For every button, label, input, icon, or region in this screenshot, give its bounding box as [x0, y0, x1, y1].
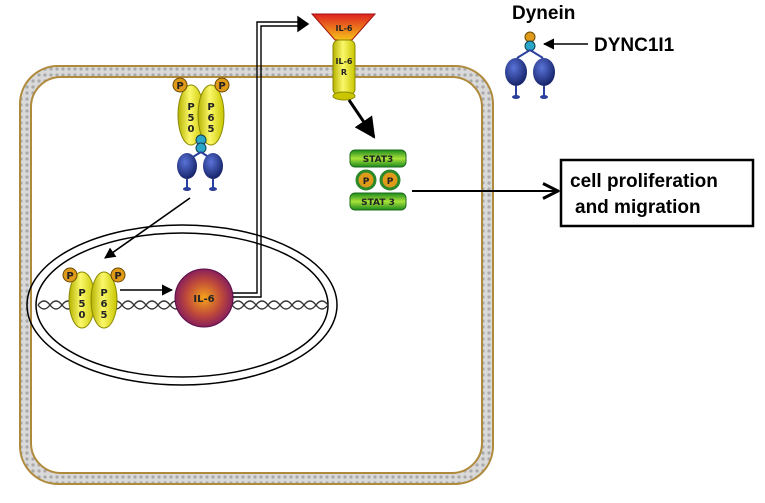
outcome-line2: and migration — [575, 197, 701, 218]
dync1i1-label: DYNC1I1 — [594, 35, 675, 56]
phospho-p65 — [214, 77, 230, 93]
stat3-phospho-2: P — [387, 177, 394, 187]
stat3-phospho-1: P — [363, 177, 370, 187]
phospho-nuc-1: P — [66, 271, 73, 282]
phospho-p50 — [172, 77, 188, 93]
phospho-p50-label: P — [176, 81, 183, 92]
stat3-bottom-label: STAT 3 — [361, 198, 395, 208]
dynein-legend: Dynein DYNC1I1 — [505, 3, 675, 99]
dynein-title: Dynein — [512, 3, 575, 24]
translocation-arrow — [104, 197, 191, 259]
outcome-box: cell proliferation and migration — [559, 158, 755, 228]
il6r-label-bottom: R — [341, 68, 347, 77]
secretion-arrow — [233, 15, 310, 298]
il6-gene-label: IL-6 — [193, 294, 214, 305]
activation-arrow — [347, 99, 376, 139]
stat3-top-label: STAT3 — [363, 155, 394, 165]
il6-gene: IL-6 — [174, 268, 234, 328]
stat3-dimer: STAT3 P P STAT 3 — [349, 149, 407, 211]
phospho-nuc-2: P — [114, 271, 121, 282]
il6-ligand-label: IL-6 — [336, 24, 353, 33]
outcome-line1: cell proliferation — [570, 171, 718, 192]
phospho-p65-label: P — [218, 81, 225, 92]
il6r-label-top: IL-6 — [336, 57, 353, 66]
il6-receptor: IL-6 IL-6 R — [310, 13, 377, 101]
